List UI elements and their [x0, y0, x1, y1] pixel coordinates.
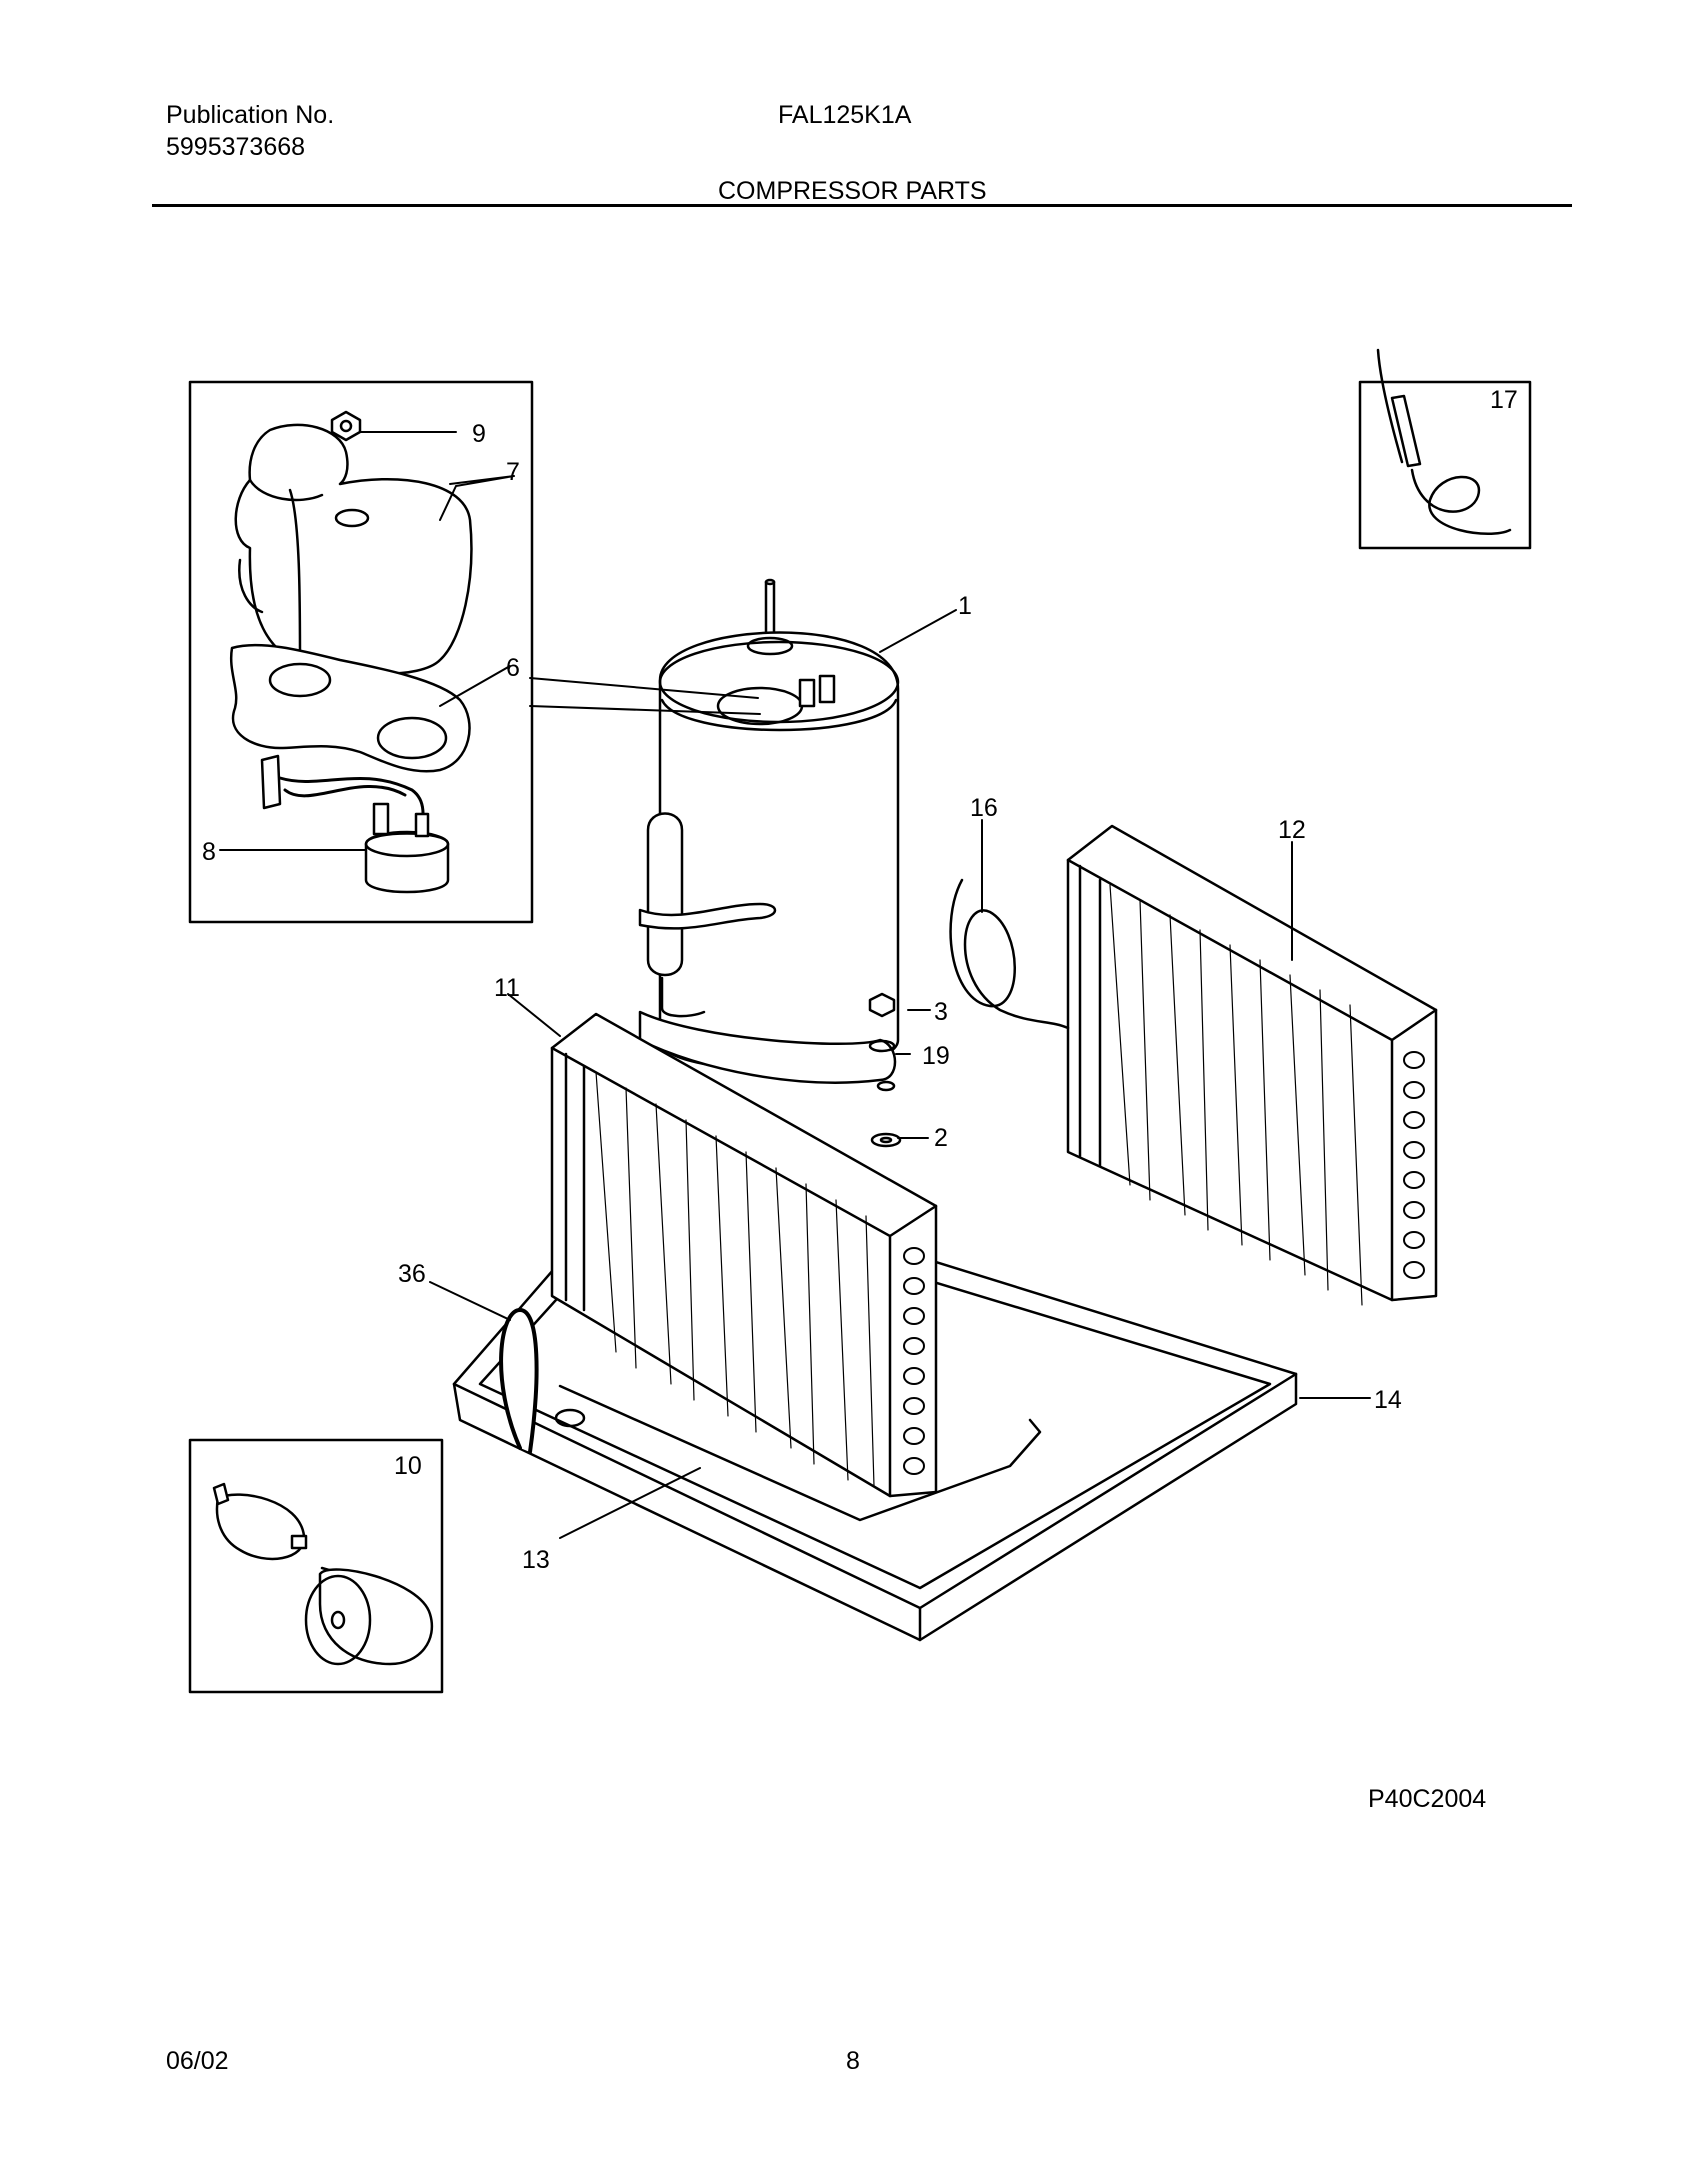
header-rule	[152, 204, 1572, 207]
callout-16: 16	[970, 794, 998, 822]
inset-box-terminal-parts	[188, 380, 534, 924]
callout-2: 2	[934, 1124, 948, 1152]
capacitor-illustration	[212, 1482, 434, 1666]
sensor-illustration	[1376, 348, 1512, 535]
inset-box-sensor	[1358, 380, 1532, 550]
section-title: COMPRESSOR PARTS	[718, 177, 987, 205]
clip-illustration	[499, 1308, 539, 1454]
callout-10: 10	[394, 1452, 422, 1480]
callout-6: 6	[506, 654, 520, 682]
callout-13: 13	[522, 1546, 550, 1574]
condenser-coil-illustration	[1066, 824, 1438, 1306]
callout-9: 9	[472, 420, 486, 448]
callout-11: 11	[494, 974, 520, 1002]
terminal-cover-illustration	[229, 410, 473, 894]
callout-7: 7	[506, 458, 520, 486]
evaporator-coil-illustration	[550, 1012, 1042, 1522]
footer-date: 06/02	[166, 2047, 229, 2075]
callout-1: 1	[958, 592, 972, 620]
drawing-code: P40C2004	[1368, 1785, 1487, 1813]
page-number: 8	[846, 2047, 860, 2075]
callout-36: 36	[398, 1260, 426, 1288]
callout-14: 14	[1374, 1386, 1402, 1414]
publication-number: 5995373668	[166, 133, 306, 161]
callout-3: 3	[934, 998, 948, 1026]
callout-8: 8	[202, 838, 216, 866]
callout-19: 19	[922, 1042, 950, 1070]
sensor-wire-illustration	[949, 878, 1070, 1030]
callout-17: 17	[1490, 386, 1518, 414]
publication-label: Publication No.	[166, 101, 335, 129]
callout-12: 12	[1278, 816, 1306, 844]
leader-lines	[219, 431, 1371, 1539]
compressor-illustration	[638, 578, 902, 1148]
model-number: FAL125K1A	[778, 101, 912, 129]
inset-box-capacitor	[188, 1438, 444, 1694]
